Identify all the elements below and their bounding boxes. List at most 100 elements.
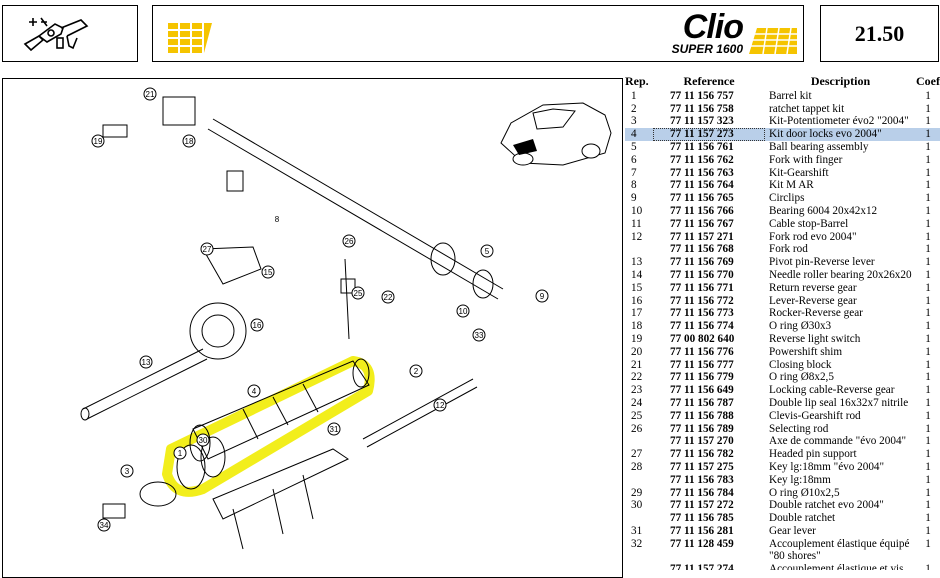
- cell-rep: 24: [631, 396, 643, 409]
- cell-desc: O ring Ø10x2,5: [769, 486, 840, 499]
- cell-desc: Barrel kit: [769, 89, 812, 102]
- cell-desc: Kit M AR: [769, 179, 814, 192]
- cell-ref: 77 11 156 649: [670, 384, 734, 397]
- cell-desc: Kit door locks evo 2004": [765, 128, 916, 141]
- cell-coef: 1: [925, 243, 931, 256]
- cell-coef: 1: [925, 294, 931, 307]
- cell-rep: [625, 435, 653, 448]
- cell-coef: 1: [925, 217, 931, 230]
- diagram-canvas: 21 19 18 8 27 15 26 5 25 22 9 10 16 33 1…: [80, 87, 549, 550]
- part-barrel: [189, 358, 370, 462]
- cell-coef: 1: [925, 384, 931, 397]
- svg-text:13: 13: [142, 358, 151, 367]
- callout-3: 3: [120, 464, 134, 478]
- cell-coef: 1: [925, 179, 931, 192]
- cell-coef: 1: [925, 409, 931, 422]
- col-reference-header: Reference: [683, 74, 735, 88]
- exploded-parts-diagram[interactable]: 21 19 18 8 27 15 26 5 25 22 9 10 16 33 1…: [2, 78, 623, 578]
- cell-desc: Key lg:18mm "évo 2004": [769, 460, 885, 473]
- model-subtitle: SUPER 1600: [671, 42, 743, 56]
- callout-27: 27: [200, 242, 214, 256]
- cell-ref: 77 11 156 281: [670, 524, 734, 537]
- cell-ref: 77 11 156 788: [670, 409, 734, 422]
- cell-rep: 15: [631, 281, 643, 294]
- callout-21: 21: [143, 87, 157, 101]
- cell-rep: 9: [631, 192, 637, 205]
- cell-desc: Axe de commande "évo 2004": [769, 435, 907, 448]
- cell-rep: 5: [631, 140, 637, 153]
- cell-rep: 19: [631, 332, 643, 345]
- svg-text:22: 22: [384, 293, 393, 302]
- cell-rep: [625, 512, 653, 525]
- cell-coef: 1: [925, 358, 931, 371]
- cell-desc: Accouplement élastique équipé "80 shores…: [769, 537, 910, 563]
- cell-coef: 1: [925, 230, 931, 243]
- cell-desc: Double ratchet evo 2004": [769, 499, 884, 512]
- cell-ref: 77 11 157 273: [653, 128, 765, 141]
- svg-text:3: 3: [125, 467, 130, 476]
- cell-ref: 77 11 156 758: [670, 102, 734, 115]
- svg-text:18: 18: [185, 137, 194, 146]
- callout-8: 8: [275, 215, 280, 224]
- cell-coef: 1: [925, 204, 931, 217]
- cell-desc: Pivot pin-Reverse lever: [769, 256, 875, 269]
- cell-desc: Bearing 6004 20x42x12: [769, 204, 878, 217]
- part-fork-set: [212, 448, 350, 550]
- cell-coef: 1: [925, 563, 931, 570]
- cell-desc: Kit-Potentiometer évo2 "2004": [769, 115, 909, 128]
- cell-coef: 1: [925, 537, 931, 550]
- cell-coef: 1: [925, 396, 931, 409]
- part-rod-13: [82, 348, 208, 420]
- cell-desc: ratchet tappet kit: [769, 102, 845, 115]
- svg-text:9: 9: [540, 292, 545, 301]
- callout-34: 34: [97, 518, 111, 532]
- cell-coef: 1: [925, 448, 931, 461]
- cell-ref: 77 11 156 766: [670, 204, 734, 217]
- cell-rep: 30: [631, 499, 643, 512]
- cell-coef: 1: [925, 281, 931, 294]
- callout-13: 13: [139, 355, 153, 369]
- cell-ref: 77 11 156 782: [670, 448, 734, 461]
- cell-coef: 1: [925, 332, 931, 345]
- cell-rep: [625, 243, 653, 256]
- cell-rep: 7: [631, 166, 637, 179]
